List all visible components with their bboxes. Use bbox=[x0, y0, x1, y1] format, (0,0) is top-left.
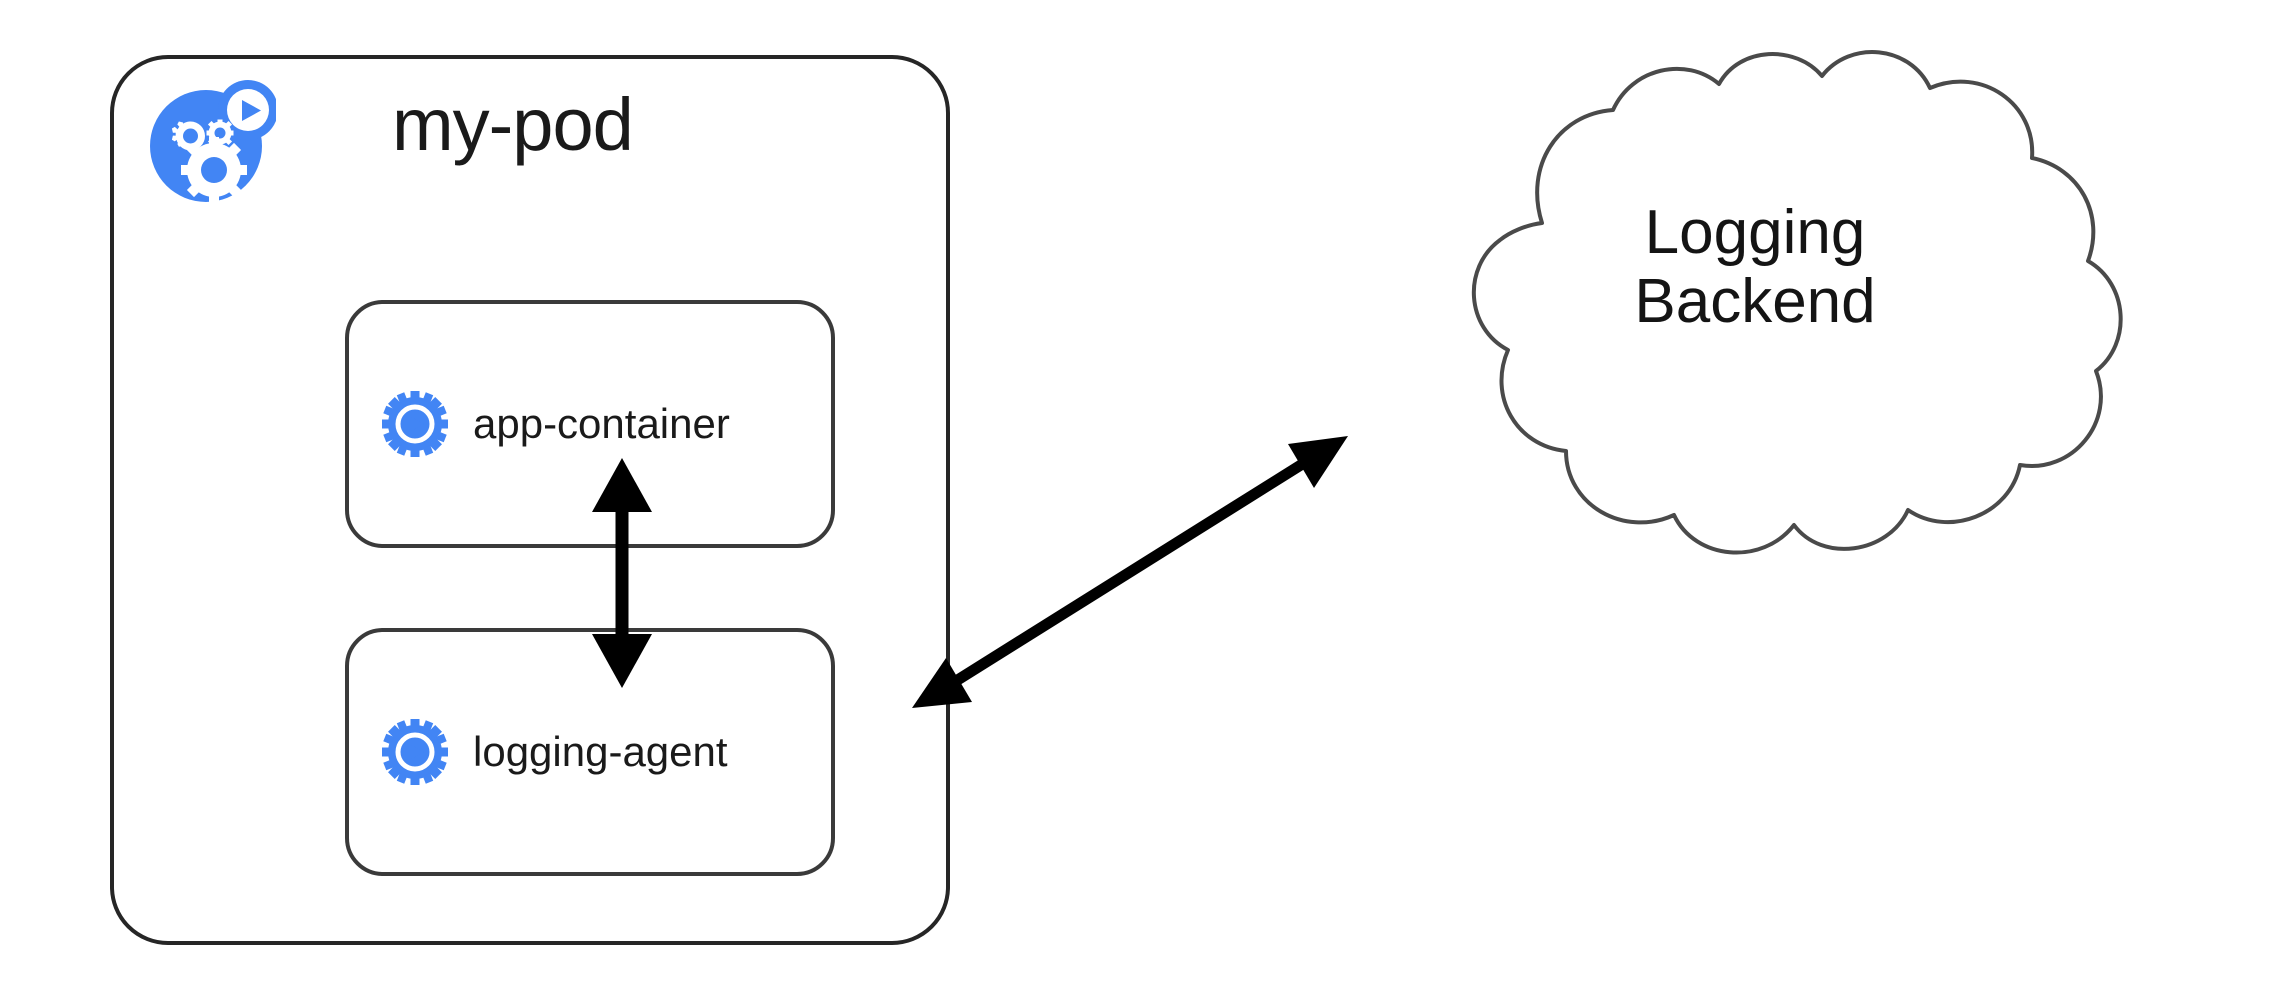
container-label-app-container: app-container bbox=[473, 400, 730, 447]
container-gear-play-icon bbox=[381, 390, 449, 458]
cloud-label-line2: Backend bbox=[1634, 267, 1876, 337]
container-box-logging-agent[interactable]: logging-agent bbox=[345, 628, 835, 876]
pod-gears-play-icon bbox=[148, 78, 278, 206]
arrow-agent-to-cloud bbox=[912, 436, 1348, 708]
container-gear-play-icon bbox=[381, 718, 449, 786]
container-label-logging-agent: logging-agent bbox=[473, 728, 728, 775]
cloud-shape bbox=[1310, 18, 2200, 608]
container-box-app-container[interactable]: app-container bbox=[345, 300, 835, 548]
pod-title: my-pod bbox=[392, 83, 634, 166]
cloud-label-line1: Logging bbox=[1644, 198, 1866, 267]
